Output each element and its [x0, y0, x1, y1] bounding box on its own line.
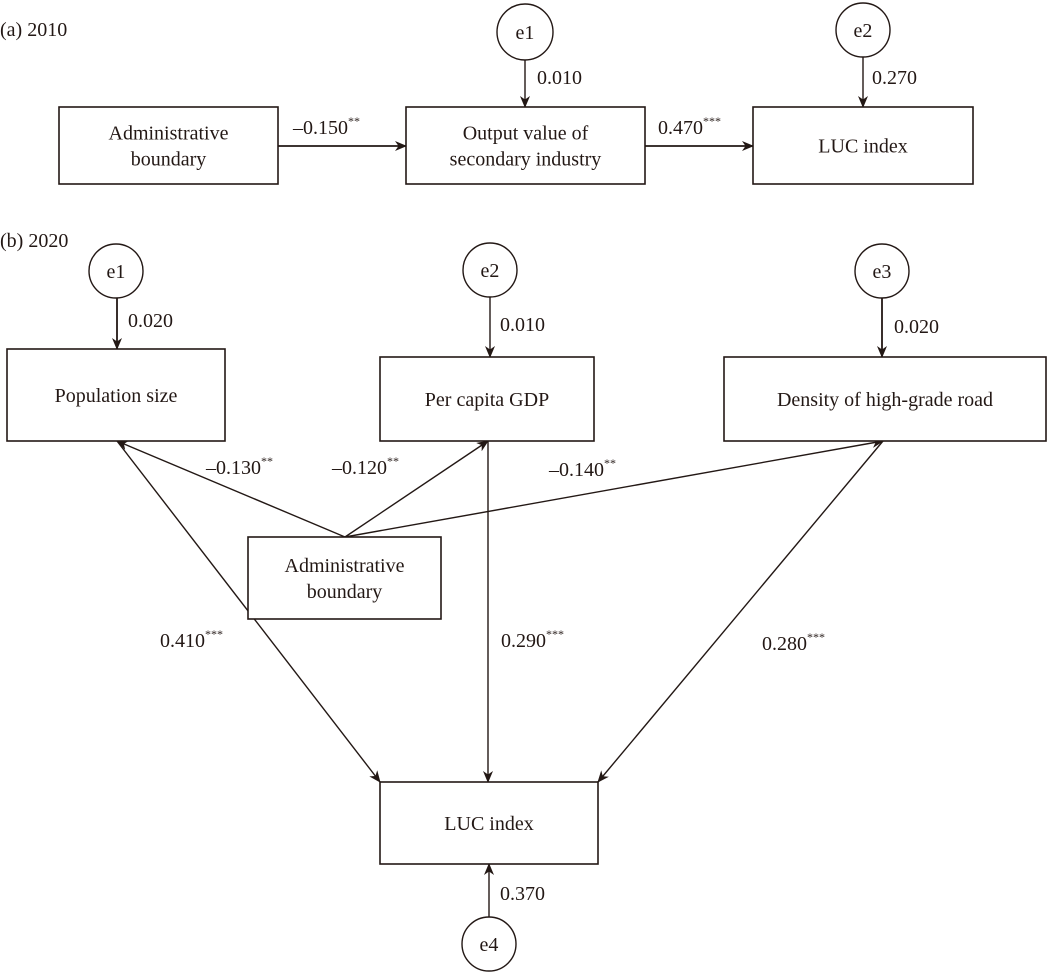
- variable-box-b-road: Density of high-grade road: [723, 356, 1047, 442]
- variable-box-a-luc: LUC index: [752, 106, 974, 185]
- box-border: [58, 106, 279, 185]
- path-coefficient-b-e1-to-pop: 0.020: [128, 310, 173, 332]
- path-coefficient-b-e2-to-gdp: 0.010: [500, 314, 545, 336]
- node-label: secondary industry: [450, 149, 602, 171]
- coefficient-value: 0.470: [658, 117, 703, 139]
- box-border: [379, 781, 599, 865]
- coefficient-value: 0.370: [500, 883, 545, 905]
- circle-border: [854, 243, 910, 299]
- panel-label-a: (a) 2010: [0, 19, 67, 41]
- path-arrow-b-admin-to-pop: [116, 440, 346, 538]
- path-coefficient-a-e1-to-output: 0.010: [537, 67, 582, 89]
- box-border: [247, 536, 442, 620]
- node-label: Administrative: [109, 123, 229, 145]
- node-label: Per capita GDP: [425, 389, 549, 411]
- coefficient-value: 0.280: [762, 633, 807, 655]
- panel-label-b: (b) 2020: [0, 230, 68, 252]
- circle-border: [88, 243, 144, 299]
- coefficient-value: 0.410: [160, 630, 205, 652]
- coefficient-value: –0.150: [292, 117, 348, 139]
- significance-stars: ***: [703, 114, 721, 128]
- path-arrow-b-road-to-luc: [597, 440, 884, 783]
- variable-box-a-admin: Administrative boundary: [58, 106, 279, 185]
- box-border: [6, 348, 226, 442]
- coefficient-value: 0.020: [894, 316, 939, 338]
- node-label: boundary: [131, 149, 207, 171]
- node-label: boundary: [307, 581, 383, 603]
- path-coefficient-b-admin-to-pop: –0.130**: [205, 454, 273, 479]
- path-coefficient-a-output-to-luc: 0.470***: [658, 114, 721, 139]
- box-border: [723, 356, 1047, 442]
- path-coefficient-b-road-to-luc: 0.280***: [762, 630, 825, 655]
- error-term-b-e1: e1: [88, 243, 144, 299]
- coefficient-value: –0.120: [331, 457, 387, 479]
- path-arrow-b-admin-to-road: [344, 438, 884, 538]
- node-label: Density of high-grade road: [777, 389, 993, 411]
- path-coefficient-a-e2-to-luc: 0.270: [872, 67, 917, 89]
- node-label: e1: [107, 261, 126, 283]
- significance-stars: **: [348, 114, 360, 128]
- box-border: [379, 356, 595, 442]
- path-coefficient-b-pop-to-luc: 0.410***: [160, 627, 223, 652]
- variable-box-a-output: Output value of secondary industry: [405, 106, 646, 185]
- node-label: LUC index: [444, 813, 533, 835]
- significance-stars: **: [261, 454, 273, 468]
- path-coefficient-b-gdp-to-luc: 0.290***: [501, 627, 564, 652]
- box-border: [405, 106, 646, 185]
- path-coefficient-b-e4-to-luc: 0.370: [500, 883, 545, 905]
- significance-stars: **: [604, 456, 616, 470]
- error-term-b-e4: e4: [461, 916, 517, 972]
- variable-box-b-pop: Population size: [6, 348, 226, 442]
- circle-border: [462, 242, 518, 298]
- significance-stars: ***: [205, 627, 223, 641]
- node-label: Administrative: [285, 555, 405, 577]
- node-label: Output value of: [463, 123, 589, 145]
- variable-box-b-admin: Administrative boundary: [247, 536, 442, 620]
- error-term-b-e3: e3: [854, 243, 910, 299]
- node-label: e2: [854, 20, 873, 42]
- variable-box-b-luc: LUC index: [379, 781, 599, 865]
- significance-stars: **: [387, 454, 399, 468]
- node-label: e4: [480, 934, 499, 956]
- coefficient-value: –0.130: [205, 457, 261, 479]
- circle-border: [835, 2, 891, 58]
- circle-border: [461, 916, 517, 972]
- node-label: LUC index: [818, 136, 907, 158]
- coefficient-value: 0.020: [128, 310, 173, 332]
- node-label: e3: [873, 261, 892, 283]
- circle-border: [496, 3, 554, 61]
- path-coefficient-b-e3-to-road: 0.020: [894, 316, 939, 338]
- significance-stars: ***: [807, 630, 825, 644]
- path-coefficient-b-admin-to-gdp: –0.120**: [331, 454, 399, 479]
- path-arrow-b-admin-to-gdp: [344, 440, 489, 538]
- variable-box-b-gdp: Per capita GDP: [379, 356, 595, 442]
- coefficient-value: –0.140: [548, 459, 604, 481]
- path-coefficient-a-admin-to-output: –0.150**: [292, 114, 360, 139]
- node-label: Population size: [55, 385, 178, 407]
- error-term-a-e2: e2: [835, 2, 891, 58]
- box-border: [752, 106, 974, 185]
- coefficient-value: 0.010: [537, 67, 582, 89]
- coefficient-value: 0.270: [872, 67, 917, 89]
- significance-stars: ***: [546, 627, 564, 641]
- error-term-a-e1: e1: [496, 3, 554, 61]
- error-term-b-e2: e2: [462, 242, 518, 298]
- node-label: e1: [516, 22, 535, 44]
- coefficient-value: 0.290: [501, 630, 546, 652]
- node-label: e2: [481, 260, 500, 282]
- coefficient-value: 0.010: [500, 314, 545, 336]
- path-coefficient-b-admin-to-road: –0.140**: [548, 456, 616, 481]
